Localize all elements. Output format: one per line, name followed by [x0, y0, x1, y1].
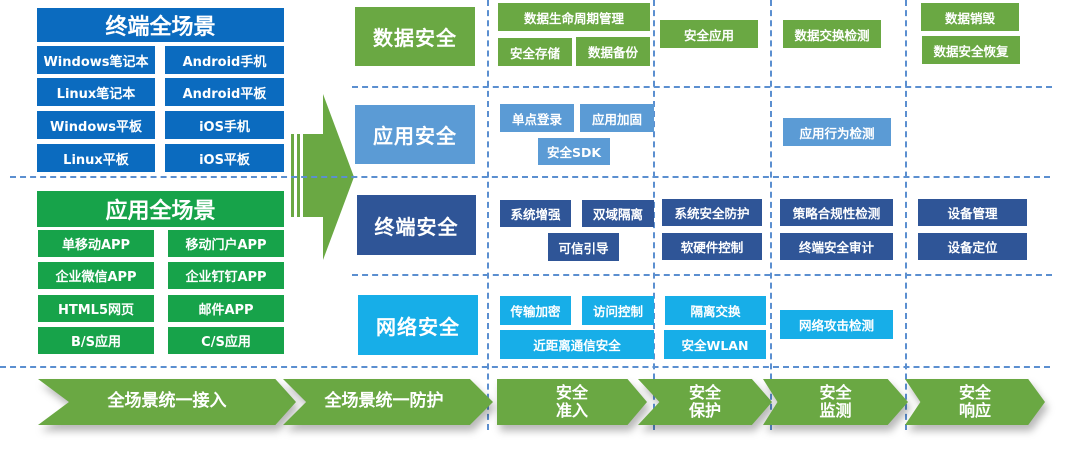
terminal-scene-item: Windows笔记本: [37, 46, 155, 74]
terminal-scene-item: iOS手机: [165, 111, 284, 139]
feature-box: 网络攻击检测: [780, 310, 893, 339]
feature-box: 系统增强: [500, 200, 571, 227]
flow-step-label: 保护: [688, 401, 721, 420]
category-terminal-security: 终端安全: [357, 195, 476, 255]
category-app-security: 应用安全: [355, 105, 475, 164]
grid-divider: [487, 0, 489, 430]
grid-divider: [653, 0, 655, 430]
grid-divider: [0, 366, 1050, 368]
feature-box: 安全WLAN: [664, 330, 766, 359]
flow-step-label: 全场景统一接入: [107, 391, 227, 412]
app-scene-item: 单移动APP: [38, 230, 154, 257]
app-scene-item: 企业微信APP: [38, 262, 154, 289]
feature-box: 可信引导: [548, 233, 619, 261]
app-scene-item: 移动门户APP: [168, 230, 284, 257]
feature-box: 数据安全恢复: [922, 36, 1020, 64]
terminal-scene-item: iOS平板: [165, 144, 284, 172]
app-scene-item: HTML5网页: [38, 295, 154, 322]
feature-box: 应用加固: [580, 104, 654, 132]
grid-divider: [352, 86, 1052, 88]
grid-divider: [10, 176, 1050, 178]
flow-step-label: 准入: [555, 401, 588, 420]
feature-box: 访问控制: [582, 296, 654, 325]
feature-box: 系统安全防护: [662, 199, 762, 226]
flow-step-label: 安全: [819, 382, 852, 402]
grid-divider: [352, 274, 1052, 276]
feature-box: 单点登录: [500, 104, 574, 132]
feature-box: 数据销毁: [921, 3, 1019, 31]
feature-box: 近距离通信安全: [500, 330, 654, 359]
flow-step-security-protection: 安全保护: [638, 379, 772, 425]
flow-step-unified-protection: 全场景统一防护: [283, 379, 493, 425]
flow-step-label: 全场景统一防护: [324, 391, 444, 412]
feature-box: 安全SDK: [538, 138, 610, 165]
app-scene-item: 企业钉钉APP: [168, 262, 284, 289]
feature-box: 策略合规性检测: [780, 199, 893, 226]
flow-step-security-monitoring: 安全监测: [763, 379, 908, 425]
terminal-scene-item: Windows平板: [37, 111, 155, 139]
flow-step-label: 响应: [958, 401, 991, 420]
feature-box: 传输加密: [500, 296, 571, 325]
feature-box: 设备定位: [918, 233, 1027, 260]
feature-box: 安全应用: [660, 20, 758, 48]
flow-step-label: 安全: [958, 382, 991, 402]
terminal-scene-item: Linux平板: [37, 144, 155, 172]
grid-divider: [905, 0, 907, 430]
flow-step-security-access: 安全准入: [497, 379, 647, 425]
feature-box: 软硬件控制: [662, 233, 762, 260]
terminal-scene-item: Android平板: [165, 78, 284, 106]
feature-box: 双域隔离: [582, 200, 654, 227]
terminal-scene-item: Android手机: [165, 46, 284, 74]
category-network-security: 网络安全: [358, 295, 478, 355]
category-data-security: 数据安全: [355, 7, 475, 66]
app-scene-item: C/S应用: [168, 327, 284, 354]
flow-step-unified-access: 全场景统一接入: [38, 379, 296, 425]
app-scenes-title: 应用全场景: [37, 191, 284, 227]
feature-box: 安全存储: [498, 38, 572, 66]
feature-box: 隔离交换: [665, 296, 766, 325]
feature-box: 数据备份: [576, 37, 650, 66]
terminal-scenes-title: 终端全场景: [37, 8, 284, 42]
feature-box: 终端安全审计: [780, 233, 893, 260]
feature-box: 数据交换检测: [783, 20, 881, 48]
grid-divider: [770, 0, 772, 430]
feature-box: 数据生命周期管理: [498, 3, 650, 31]
terminal-scene-item: Linux笔记本: [37, 78, 155, 106]
app-scene-item: B/S应用: [38, 327, 154, 354]
flow-step-security-response: 安全响应: [905, 379, 1045, 425]
big-right-arrow-icon: [291, 94, 354, 260]
app-scene-item: 邮件APP: [168, 295, 284, 322]
flow-step-label: 安全: [555, 382, 588, 402]
feature-box: 设备管理: [918, 199, 1027, 226]
flow-step-label: 安全: [688, 382, 721, 402]
flow-step-label: 监测: [819, 401, 852, 420]
feature-box: 应用行为检测: [783, 118, 891, 146]
